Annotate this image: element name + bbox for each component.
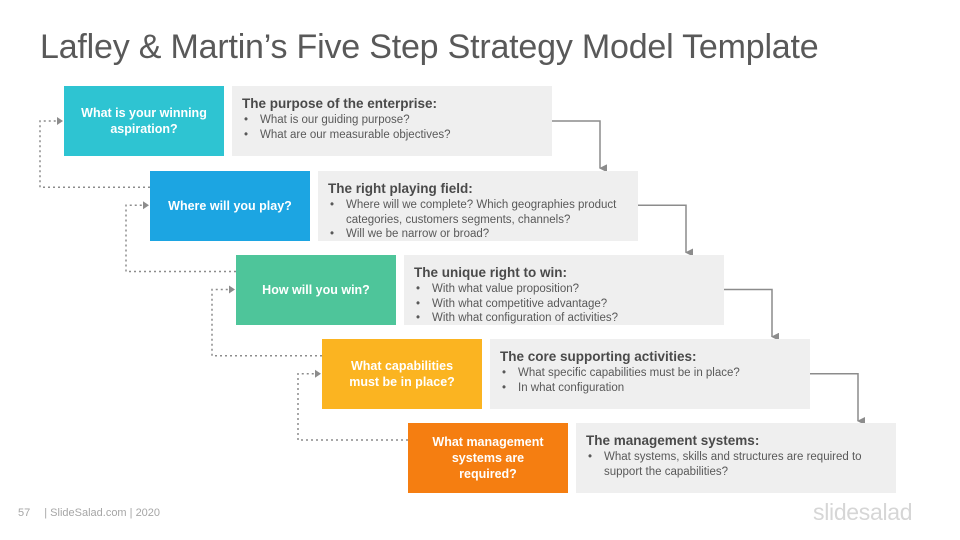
brand-logo: slidesalad bbox=[813, 499, 913, 525]
bullet-item: What are our measurable objectives? bbox=[242, 128, 542, 143]
step-heading-5: The management systems: bbox=[586, 433, 760, 448]
step-bullets-1: What is our guiding purpose? What are ou… bbox=[242, 113, 542, 142]
step-bullets-4: What specific capabilities must be in pl… bbox=[500, 366, 800, 395]
slide-title: Lafley & Martin’s Five Step Strategy Mod… bbox=[40, 28, 819, 66]
page-number: 57 bbox=[18, 507, 31, 519]
step-question-4: What capabilities must be in place? bbox=[322, 339, 482, 409]
step-question-5-text: What management systems are required? bbox=[432, 435, 544, 481]
bullet-item: What systems, skills and structures are … bbox=[586, 450, 886, 479]
step-question-1: What is your winning aspiration? bbox=[64, 86, 224, 156]
step-bullets-5: What systems, skills and structures are … bbox=[586, 450, 886, 479]
flow-arrow-1 bbox=[552, 120, 607, 173]
bullet-item: In what configuration bbox=[500, 381, 800, 396]
step-heading-2: The right playing field: bbox=[328, 181, 473, 196]
step-detail-1: The purpose of the enterprise: What is o… bbox=[232, 86, 552, 156]
bullet-item: With what configuration of activities? bbox=[414, 311, 714, 326]
bullet-item: With what value proposition? bbox=[414, 282, 714, 297]
step-question-3-text: How will you win? bbox=[262, 283, 370, 297]
step-detail-3: The unique right to win: With what value… bbox=[404, 255, 724, 325]
step-question-3: How will you win? bbox=[236, 255, 396, 325]
step-bullets-2: Where will we complete? Which geographie… bbox=[328, 198, 628, 242]
step-question-4-text: What capabilities must be in place? bbox=[349, 359, 455, 389]
flow-arrow-2 bbox=[638, 204, 693, 257]
bullet-item: Will we be narrow or broad? bbox=[328, 227, 628, 242]
step-detail-5: The management systems: What systems, sk… bbox=[576, 423, 896, 493]
bullet-item: What is our guiding purpose? bbox=[242, 113, 542, 128]
step-heading-1: The purpose of the enterprise: bbox=[242, 96, 438, 111]
bullet-item: With what competitive advantage? bbox=[414, 297, 714, 312]
step-heading-3: The unique right to win: bbox=[414, 265, 567, 280]
bullet-item: What specific capabilities must be in pl… bbox=[500, 366, 800, 381]
bullet-item: Where will we complete? Which geographie… bbox=[328, 198, 628, 227]
step-question-5: What management systems are required? bbox=[408, 423, 568, 493]
feedback-arrowhead-2 bbox=[143, 201, 149, 210]
step-question-1-text: What is your winning aspiration? bbox=[81, 106, 207, 136]
step-heading-4: The core supporting activities: bbox=[500, 349, 697, 364]
step-bullets-3: With what value proposition? With what c… bbox=[414, 282, 714, 326]
feedback-arrowhead-4 bbox=[315, 369, 321, 378]
step-detail-2: The right playing field: Where will we c… bbox=[318, 171, 638, 241]
flow-arrow-4 bbox=[810, 373, 865, 425]
slide-footer: 57 | SlideSalad.com | 2020 bbox=[18, 507, 160, 519]
flow-arrow-3 bbox=[724, 288, 779, 341]
step-detail-4: The core supporting activities: What spe… bbox=[490, 339, 810, 409]
step-question-2-text: Where will you play? bbox=[168, 199, 292, 213]
feedback-arrowhead-3 bbox=[229, 285, 235, 294]
step-question-2: Where will you play? bbox=[150, 171, 310, 241]
footer-text: | SlideSalad.com | 2020 bbox=[44, 507, 161, 519]
feedback-arrowhead-1 bbox=[57, 117, 63, 125]
